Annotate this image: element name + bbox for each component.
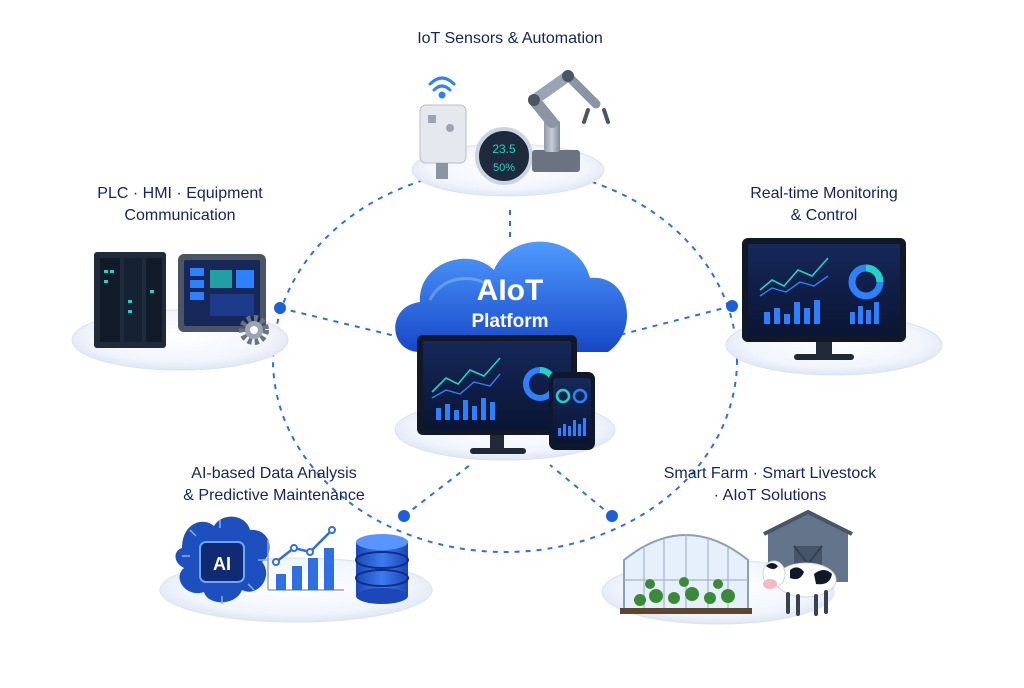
ai-brain-icon bbox=[175, 516, 270, 604]
robot-arm-icon bbox=[528, 70, 610, 172]
node-label-top-line-1: IoT Sensors & Automation bbox=[417, 30, 603, 47]
gear-icon bbox=[239, 315, 269, 345]
node-label-left-line-1: PLC · HMI · Equipment bbox=[97, 185, 263, 202]
connector-dot-bottom-left bbox=[398, 510, 410, 522]
cloud-icon bbox=[395, 241, 628, 352]
sensor-temperature: 23.5 bbox=[492, 142, 516, 156]
node-label-right: Real-time Monitoring & Control bbox=[706, 183, 942, 227]
sensor-humidity: 50% bbox=[493, 162, 515, 174]
node-label-bottom-right-line-2: · AIoT Solutions bbox=[713, 487, 827, 504]
connection-ring bbox=[272, 167, 738, 553]
connector-dot-left bbox=[274, 302, 286, 314]
node-label-left: PLC · HMI · Equipment Communication bbox=[58, 183, 302, 227]
greenhouse-icon bbox=[620, 534, 752, 614]
growth-chart-icon bbox=[267, 526, 344, 591]
node-label-right-line-2: & Control bbox=[790, 207, 858, 224]
node-label-bottom-right: Smart Farm · Smart Livestock · AIoT Solu… bbox=[634, 463, 906, 507]
node-label-left-line-2: Communication bbox=[124, 207, 236, 224]
connector-dot-bottom-right bbox=[606, 510, 618, 522]
phone-icon bbox=[549, 372, 595, 450]
connector-dot-right bbox=[726, 300, 738, 312]
monitoring-monitor-icon bbox=[742, 238, 906, 360]
node-label-bottom-left-line-2: & Predictive Maintenance bbox=[183, 487, 365, 504]
plc-rack-icon bbox=[94, 252, 166, 348]
node-label-right-line-1: Real-time Monitoring bbox=[750, 185, 898, 202]
node-label-bottom-left: AI-based Data Analysis & Predictive Main… bbox=[142, 463, 406, 507]
hmi-panel-icon bbox=[178, 254, 266, 332]
node-label-bottom-right-line-1: Smart Farm · Smart Livestock bbox=[663, 465, 877, 482]
wifi-icon bbox=[428, 76, 456, 99]
platform-title: AIoT bbox=[477, 274, 544, 307]
platform-subtitle: Platform bbox=[471, 311, 548, 332]
sensor-box-icon bbox=[419, 104, 467, 179]
node-label-top: IoT Sensors & Automation bbox=[372, 28, 648, 50]
database-icon bbox=[355, 534, 409, 604]
node-label-bottom-left-line-1: AI-based Data Analysis bbox=[191, 465, 357, 482]
cow-icon bbox=[762, 560, 837, 616]
thermostat-icon: 23.5 50% bbox=[475, 127, 533, 185]
center-monitor-icon bbox=[417, 335, 577, 454]
ai-badge: AI bbox=[213, 554, 231, 574]
